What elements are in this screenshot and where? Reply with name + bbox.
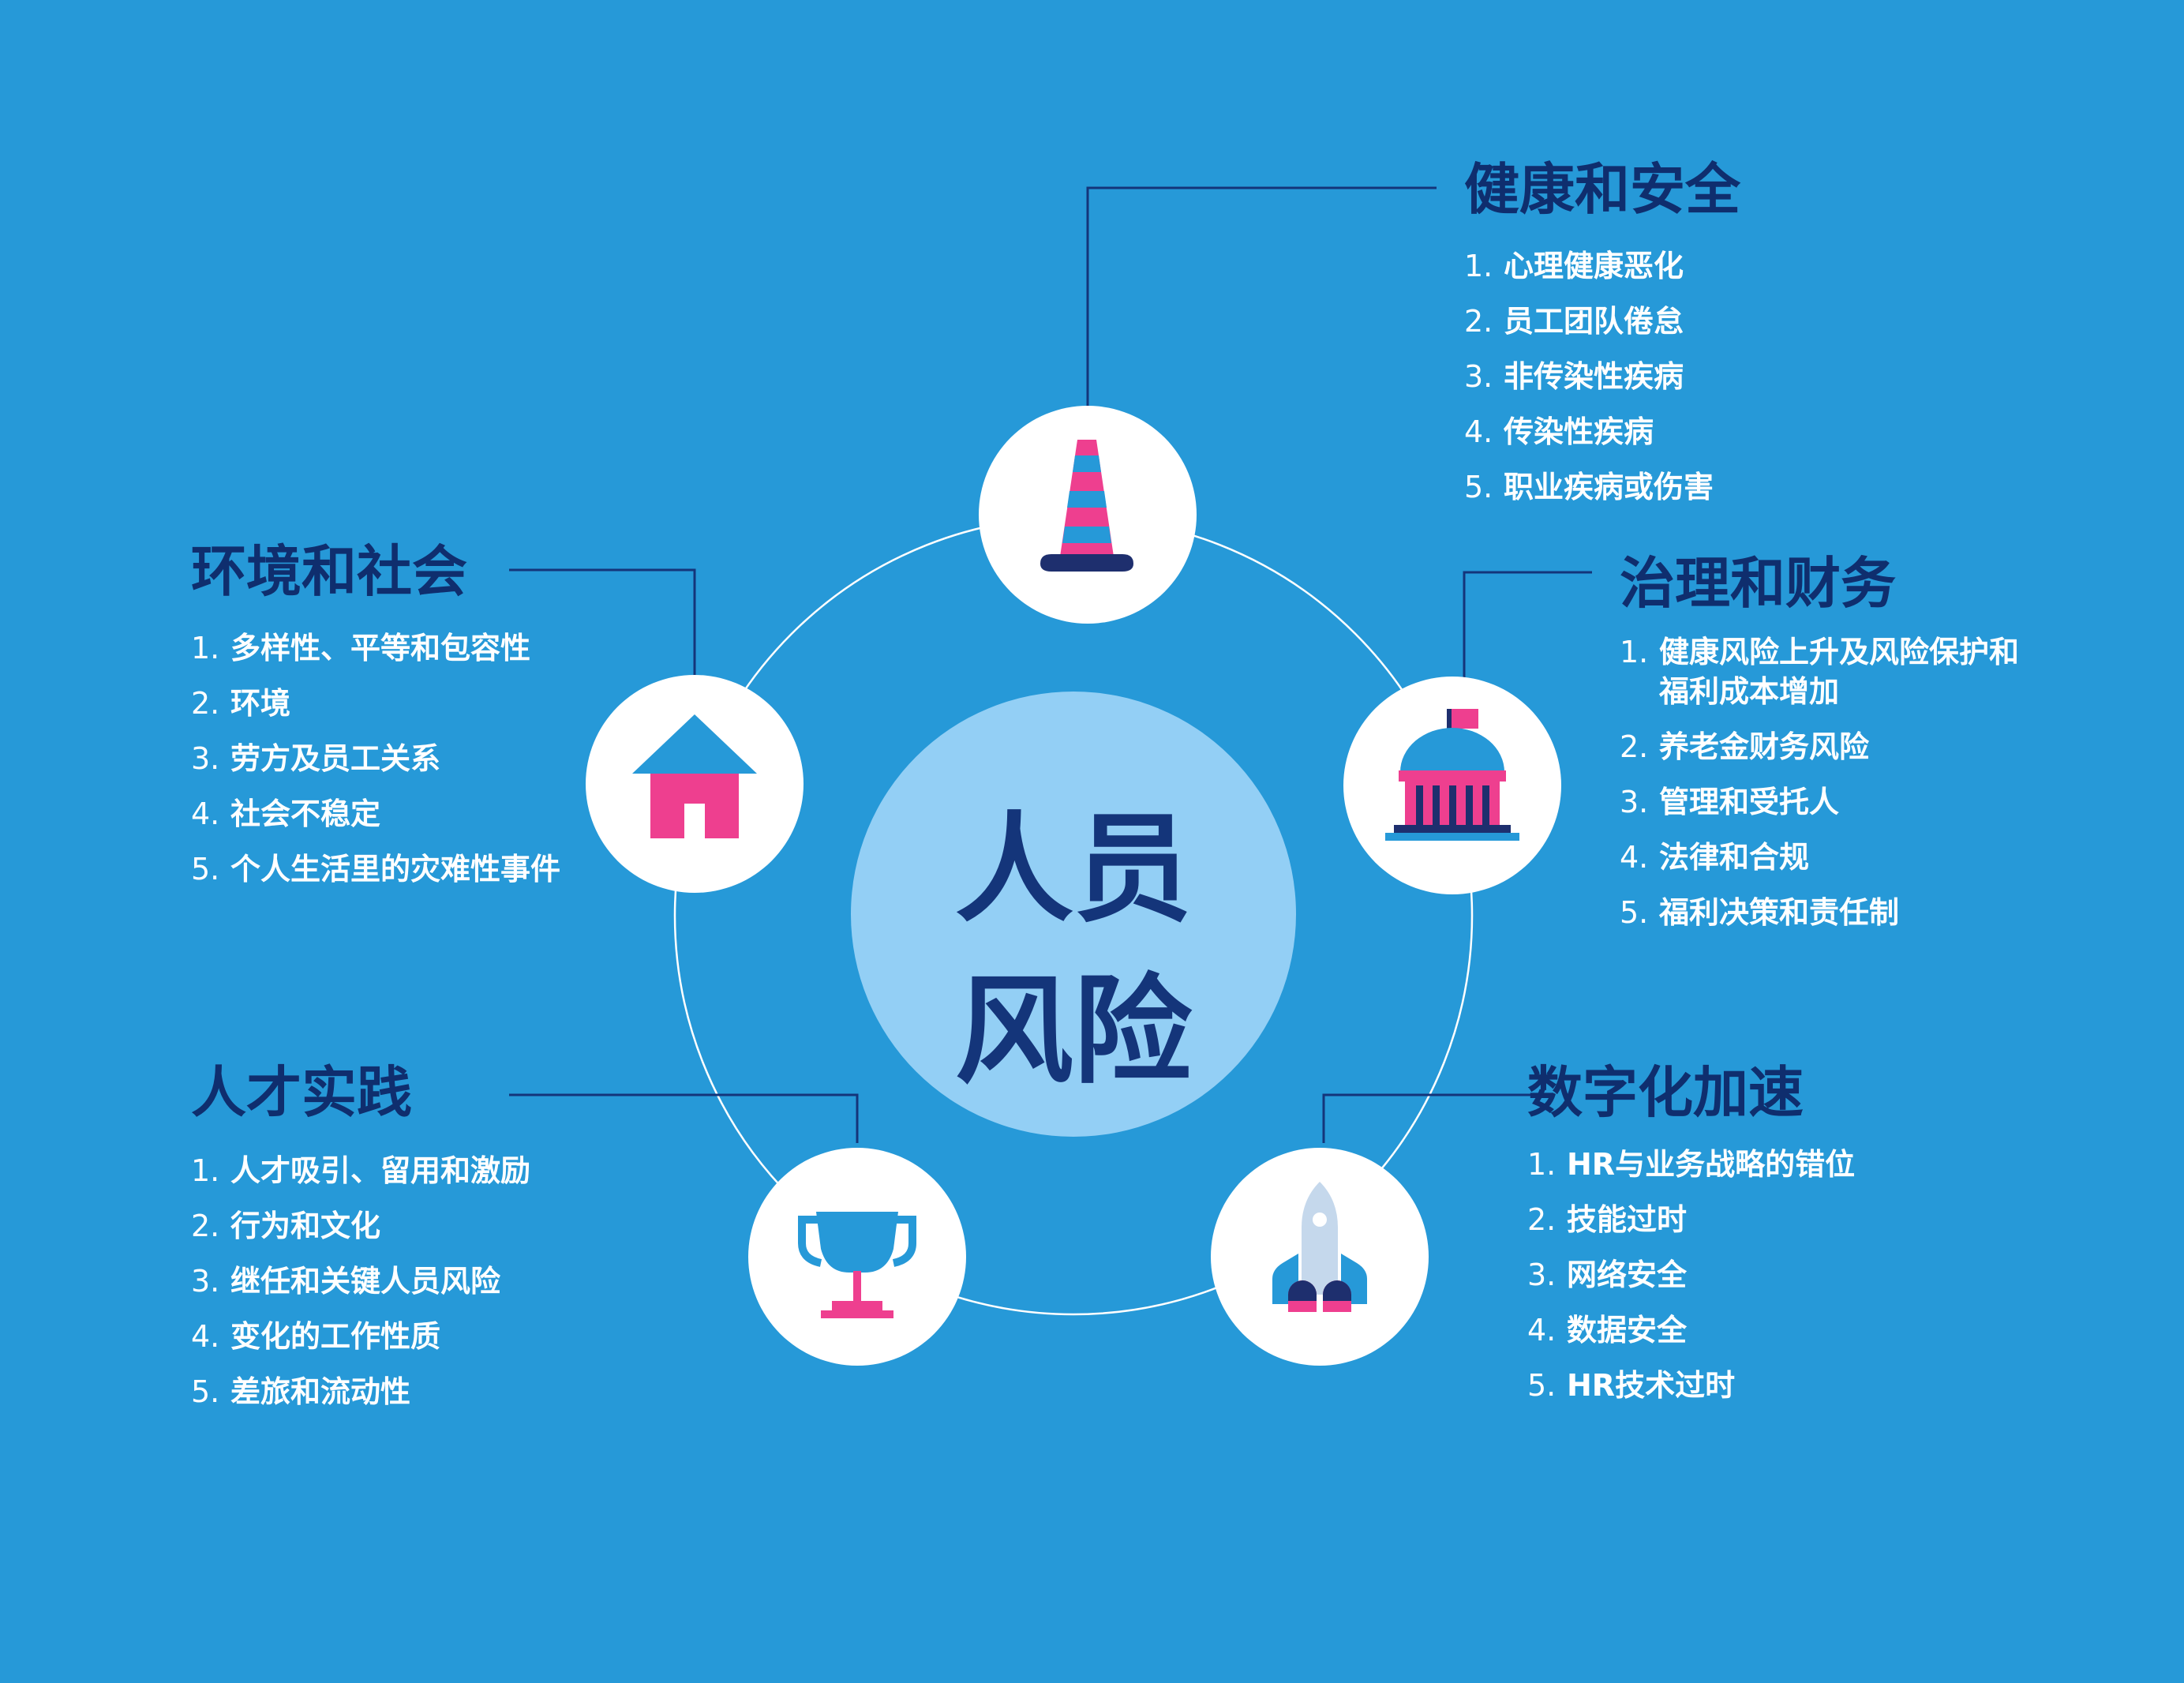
center-label: 人员 风险 [852, 789, 1294, 1113]
list-item: 4.传染性疾病 [1464, 414, 1654, 449]
section-list-digital: 1.HR与业务战略的错位 2.技能过时 3.网络安全 4.数据安全 5.HR技术… [1527, 1137, 1969, 1413]
list-item: 1.健康风险上升及风险保护和福利成本增加 [1620, 635, 2020, 709]
connector-talent [509, 1093, 859, 1143]
list-item: 3.继任和关键人员风险 [191, 1264, 501, 1299]
house-icon [632, 714, 757, 838]
section-title-talent: 人才实践 [191, 1060, 412, 1125]
traffic-cone-icon [1040, 440, 1133, 572]
list-item: 5.HR技术过时 [1527, 1368, 1736, 1403]
section-digital: 数字化加速 1.HR与业务战略的错位 2.技能过时 3.网络安全 4.数据安全 … [1527, 1058, 1969, 1413]
center-label-line2: 风险 [954, 963, 1192, 1100]
center-disc [851, 692, 1296, 1137]
connector-governance [1463, 571, 1592, 679]
center-label-line1: 人员 [954, 801, 1192, 939]
list-item: 5.差旅和流动性 [191, 1374, 411, 1409]
section-environment: 环境和社会 1.多样性、平等和包容性 2.环境 3.劳方及员工关系 4.社会不稳… [191, 537, 680, 897]
list-item: 1.HR与业务战略的错位 [1527, 1147, 1856, 1182]
list-item: 1.心理健康恶化 [1464, 249, 1684, 283]
section-list-governance: 1.健康风险上升及风险保护和福利成本增加 2.养老金财务风险 3.管理和受托人 … [1620, 624, 2062, 940]
section-title-governance: 治理和财务 [1620, 551, 1896, 616]
section-title-health: 健康和安全 [1464, 157, 1740, 222]
list-item: 5.职业疾病或伤害 [1464, 470, 1714, 504]
list-item: 2.员工团队倦怠 [1464, 304, 1684, 339]
list-item: 4.社会不稳定 [191, 797, 381, 831]
section-title-environment: 环境和社会 [191, 539, 467, 604]
section-list-talent: 1.人才吸引、留用和激励 2.行为和文化 3.继任和关键人员风险 4.变化的工作… [191, 1143, 680, 1419]
capitol-building-icon [1385, 709, 1519, 841]
list-item: 3.网络安全 [1527, 1258, 1688, 1292]
list-item: 2.行为和文化 [191, 1209, 381, 1243]
list-item: 1.人才吸引、留用和激励 [191, 1153, 531, 1188]
section-governance: 治理和财务 1.健康风险上升及风险保护和福利成本增加 2.养老金财务风险 3.管… [1620, 549, 2062, 940]
list-item: 3.管理和受托人 [1620, 785, 1840, 819]
list-item: 4.变化的工作性质 [191, 1319, 441, 1354]
list-item: 3.劳方及员工关系 [191, 741, 441, 776]
node-environment [586, 675, 804, 893]
list-item: 2.环境 [191, 686, 291, 721]
section-health: 健康和安全 1.心理健康恶化 2.员工团队倦怠 3.非传染性疾病 4.传染性疾病… [1464, 155, 1906, 515]
list-item: 2.养老金财务风险 [1620, 729, 1870, 764]
node-governance [1343, 677, 1561, 894]
connector-environment [509, 568, 696, 677]
list-item: 1.多样性、平等和包容性 [191, 631, 531, 665]
section-title-digital: 数字化加速 [1527, 1060, 1804, 1125]
list-item: 5.福利决策和责任制 [1620, 895, 1900, 930]
rocket-icon [1272, 1182, 1367, 1312]
list-item: 2.技能过时 [1527, 1202, 1688, 1237]
connector-health [1086, 186, 1437, 407]
section-list-health: 1.心理健康恶化 2.员工团队倦怠 3.非传染性疾病 4.传染性疾病 5.职业疾… [1464, 238, 1906, 515]
section-list-environment: 1.多样性、平等和包容性 2.环境 3.劳方及员工关系 4.社会不稳定 5.个人… [191, 620, 680, 897]
node-digital [1211, 1148, 1429, 1366]
section-talent: 人才实践 1.人才吸引、留用和激励 2.行为和文化 3.继任和关键人员风险 4.… [191, 1058, 680, 1419]
node-health [979, 406, 1197, 624]
list-item: 4.法律和合规 [1620, 840, 1810, 875]
node-talent [748, 1148, 966, 1366]
connector-digital [1322, 1093, 1531, 1143]
list-item: 3.非传染性疾病 [1464, 359, 1684, 394]
list-item: 5.个人生活里的灾难性事件 [191, 852, 561, 886]
trophy-icon [798, 1212, 916, 1318]
list-item: 4.数据安全 [1527, 1313, 1688, 1348]
